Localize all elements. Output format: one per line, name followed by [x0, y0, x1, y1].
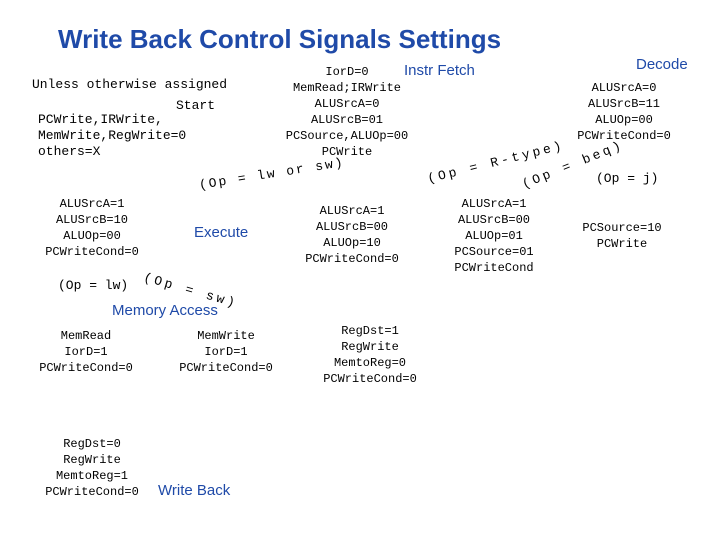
- state-name-instr-fetch: Instr Fetch: [404, 62, 475, 79]
- signal-line: PCWriteCond=0: [179, 361, 273, 375]
- state-decode: ALUSrcA=0 ALUSrcB=11 ALUOp=00 PCWriteCon…: [556, 80, 692, 144]
- state-rtype-writeback: RegDst=1 RegWrite MemtoReg=0 PCWriteCond…: [314, 323, 426, 387]
- signal-line: PCWriteCond=0: [305, 252, 399, 266]
- signal-line: ALUSrcA=1: [319, 204, 385, 218]
- signal-line: ALUSrcA=1: [59, 197, 125, 211]
- signal-line: PCWriteCond=0: [577, 129, 671, 143]
- state-execute: ALUSrcA=1 ALUSrcB=10 ALUOp=00 PCWriteCon…: [36, 196, 148, 260]
- state-execute-rtype: ALUSrcA=1 ALUSrcB=00 ALUOp=10 PCWriteCon…: [296, 203, 408, 267]
- transition-lw: (Op = lw): [58, 278, 129, 293]
- state-execute-beq: ALUSrcA=1 ALUSrcB=00 ALUOp=01 PCSource=0…: [440, 196, 548, 276]
- defaults-heading: Unless otherwise assigned: [32, 77, 228, 92]
- signal-line: PCWriteCond=0: [45, 485, 139, 499]
- signal-line: PCSource=01: [454, 245, 534, 259]
- signal-line: PCSource=10: [582, 221, 662, 235]
- signal-line: MemRead: [60, 329, 112, 343]
- signal-line: IorD=1: [204, 345, 248, 359]
- defaults-line: PCWrite,IRWrite,: [38, 112, 163, 127]
- transition-lw-or-sw: (Op = lw or sw): [198, 154, 346, 193]
- state-execute-jump: PCSource=10 PCWrite: [572, 220, 672, 252]
- state-name-write-back: Write Back: [158, 482, 231, 499]
- signal-line: ALUOp=01: [465, 229, 523, 243]
- state-instr-fetch: IorD=0 MemRead;IRWrite ALUSrcA=0 ALUSrcB…: [262, 64, 432, 160]
- signal-line: IorD=0: [325, 65, 369, 79]
- signal-line: ALUOp=10: [323, 236, 381, 250]
- signal-line: ALUSrcA=0: [314, 97, 380, 111]
- start-label: Start: [176, 98, 216, 113]
- page-title: Write Back Control Signals Settings: [58, 24, 502, 54]
- signal-line: RegWrite: [63, 453, 121, 467]
- transition-jump: (Op = j): [596, 171, 659, 186]
- signal-line: ALUSrcA=0: [591, 81, 657, 95]
- signal-line: ALUSrcB=01: [310, 113, 383, 127]
- signal-line: PCWriteCond: [454, 261, 534, 275]
- state-mem-read: MemRead IorD=1 PCWriteCond=0: [30, 328, 142, 376]
- signal-line: RegWrite: [341, 340, 399, 354]
- state-write-back: RegDst=0 RegWrite MemtoReg=1 PCWriteCond…: [36, 436, 148, 500]
- defaults-line: others=X: [38, 144, 101, 159]
- signal-line: PCWrite: [596, 237, 648, 251]
- signal-line: MemtoReg=1: [55, 469, 128, 483]
- state-name-execute: Execute: [194, 224, 249, 241]
- signal-line: ALUSrcB=00: [457, 213, 530, 227]
- state-name-memory-access: Memory Access: [112, 302, 218, 319]
- defaults-line: MemWrite,RegWrite=0: [38, 128, 187, 143]
- signal-line: PCWriteCond=0: [39, 361, 133, 375]
- state-name-decode: Decode: [636, 56, 688, 73]
- signal-line: PCWriteCond=0: [45, 245, 139, 259]
- signal-line: RegDst=0: [63, 437, 121, 451]
- signal-line: PCSource,ALUOp=00: [285, 129, 409, 143]
- state-mem-write: MemWrite IorD=1 PCWriteCond=0: [170, 328, 282, 376]
- signal-line: MemWrite: [197, 329, 255, 343]
- signal-line: ALUSrcA=1: [461, 197, 527, 211]
- signal-line: MemtoReg=0: [333, 356, 406, 370]
- signal-line: ALUOp=00: [595, 113, 653, 127]
- signal-line: IorD=1: [64, 345, 108, 359]
- signal-line: ALUSrcB=00: [315, 220, 388, 234]
- signal-line: ALUOp=00: [63, 229, 121, 243]
- signal-line: ALUSrcB=11: [587, 97, 660, 111]
- signal-line: PCWrite: [321, 145, 373, 159]
- signal-line: MemRead;IRWrite: [292, 81, 402, 95]
- signal-line: PCWriteCond=0: [323, 372, 417, 386]
- signal-line: ALUSrcB=10: [55, 213, 128, 227]
- signal-line: RegDst=1: [341, 324, 399, 338]
